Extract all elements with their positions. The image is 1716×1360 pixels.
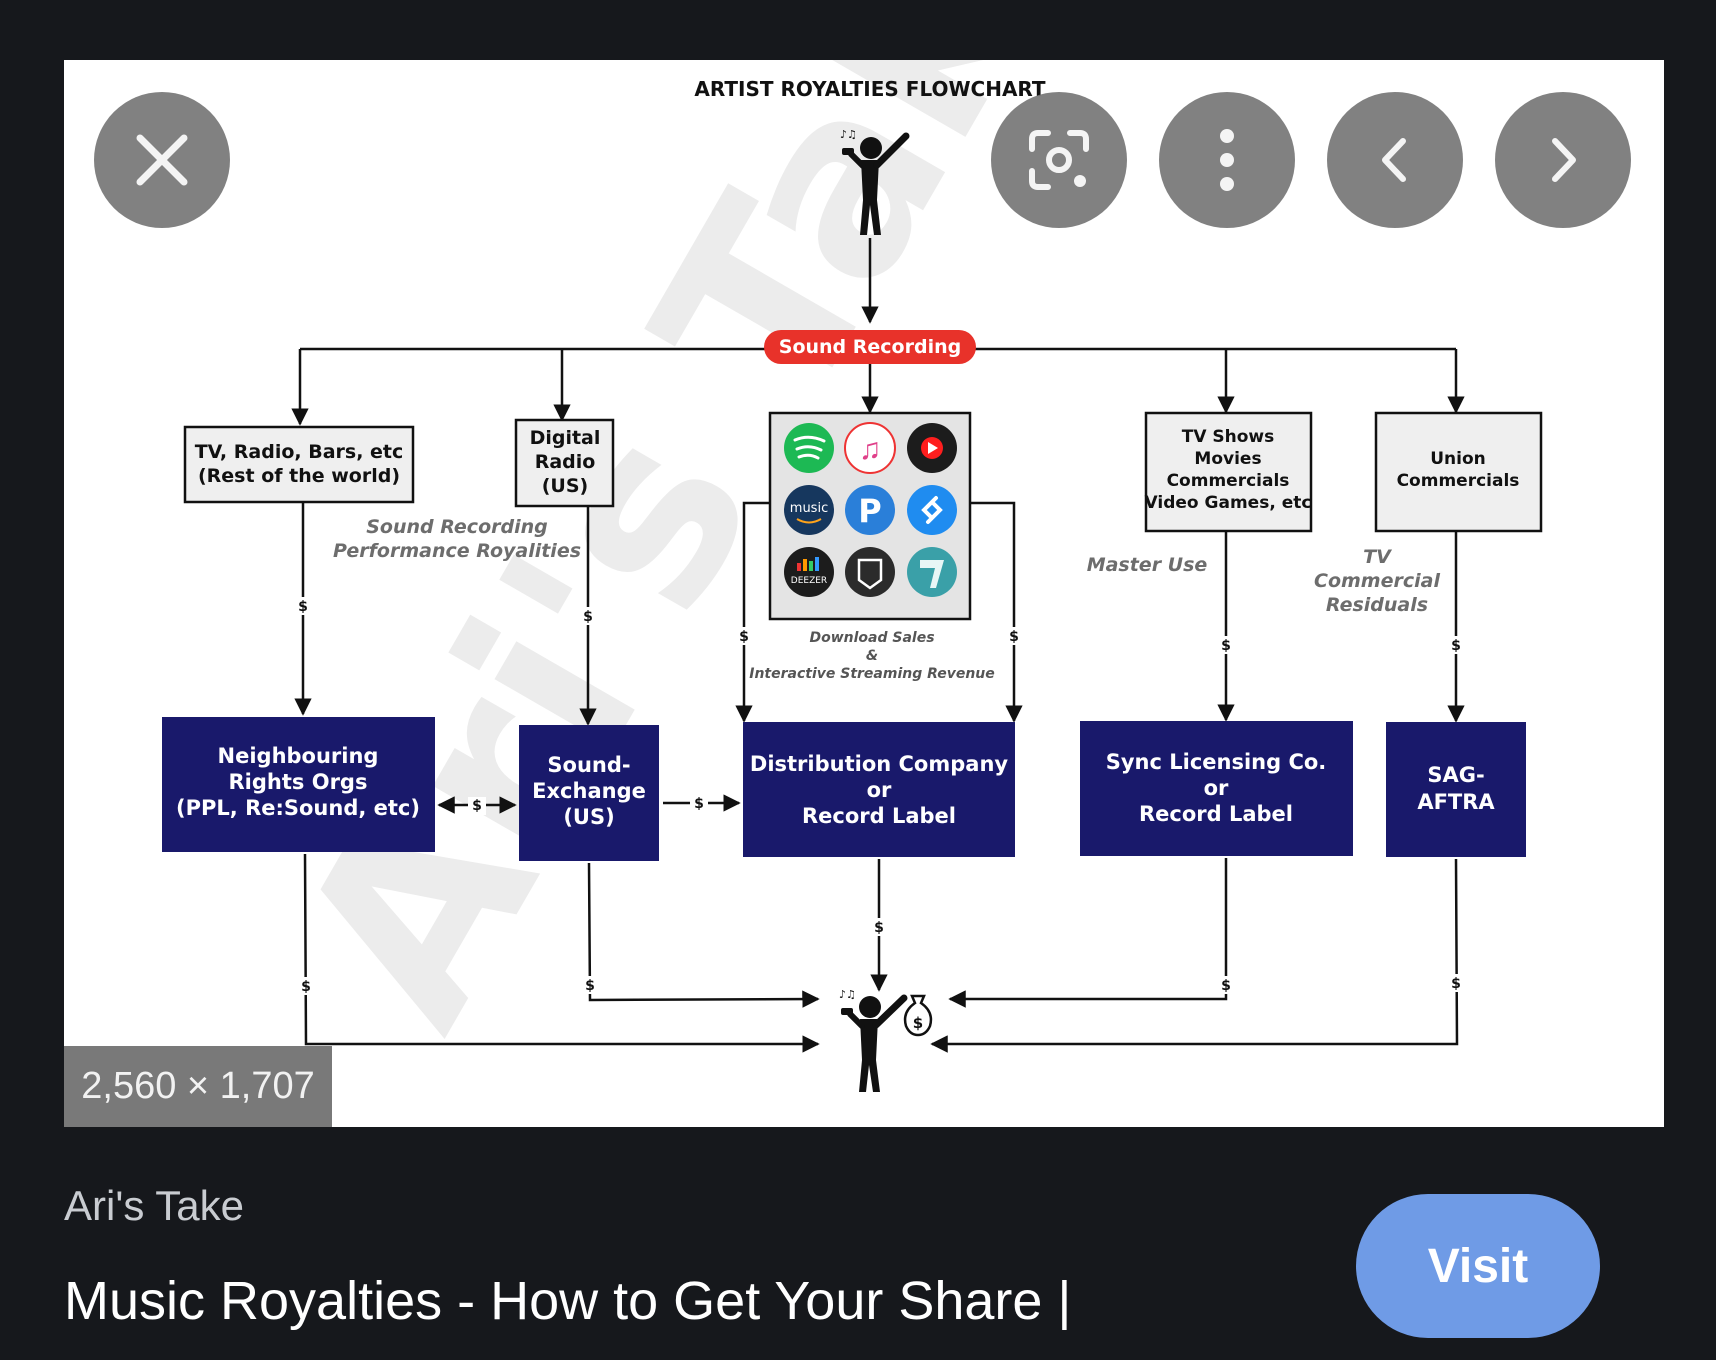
- tv-shows-line-3: Commercials: [1167, 471, 1290, 491]
- union-line-1: Union: [1430, 449, 1486, 469]
- saavn-icon: [845, 547, 895, 597]
- deezer-icon: [784, 547, 834, 597]
- flowchart-title: ARTIST ROYALTIES FLOWCHART: [694, 77, 1046, 101]
- lens-icon: [1029, 130, 1089, 190]
- tv-radio-box: [183, 425, 415, 504]
- result-title[interactable]: Music Royalties - How to Get Your Share …: [64, 1271, 1072, 1331]
- money-label: $: [694, 796, 704, 812]
- next-button[interactable]: [1495, 92, 1631, 228]
- amazon-music-label: music: [790, 501, 828, 516]
- money-label: $: [472, 798, 482, 814]
- tv-shows-box: [1144, 411, 1313, 533]
- sync-line-2: or: [1204, 776, 1229, 800]
- soundexchange-line-2: Exchange: [532, 779, 646, 803]
- artist-money-icon: ♪♫ $: [839, 988, 933, 1092]
- svg-text:$: $: [585, 978, 595, 994]
- shazam-icon: [907, 485, 957, 535]
- svg-text:$: $: [1009, 629, 1019, 645]
- sound-recording-label: Sound Recording: [779, 336, 961, 358]
- tv-shows-line-2: Movies: [1194, 449, 1261, 469]
- digital-radio-line-3: (US): [542, 475, 588, 497]
- amazon-music-icon: [784, 485, 834, 535]
- artist-icon: ♪♫: [840, 128, 910, 235]
- artist-royalties-flowchart: Ari's Take ARTIST ROYALTIES FLOWCHART ♪♫…: [162, 60, 1543, 1092]
- svg-text:$: $: [1221, 978, 1231, 994]
- svg-text:$: $: [301, 979, 311, 995]
- streaming-service-icons: ♫ music P DEEZER: [784, 422, 957, 597]
- digital-radio-line-2: Radio: [535, 451, 596, 473]
- svg-text:$: $: [913, 1014, 923, 1032]
- sag-aftra-box: [1386, 722, 1526, 857]
- tv-radio-line-2: (Rest of the world): [198, 465, 400, 487]
- money-labels: $ $ $ $ $ $: [294, 597, 1465, 654]
- note-performance-1: Sound Recording: [366, 516, 548, 538]
- note-download-1: Download Sales: [809, 630, 934, 646]
- neighbouring-line-3: (PPL, Re:Sound, etc): [176, 796, 420, 820]
- tv-shows-line-4: Video Games, etc: [1145, 493, 1312, 513]
- note-tv-residuals-2: Commercial: [1314, 570, 1440, 592]
- chevron-right-icon: [1552, 138, 1576, 182]
- distribution-line-3: Record Label: [802, 804, 956, 828]
- soundexchange-box: [519, 725, 659, 861]
- svg-text:♪♫: ♪♫: [840, 128, 857, 141]
- result-source[interactable]: Ari's Take: [64, 1182, 244, 1229]
- svg-text:$: $: [1451, 976, 1461, 992]
- union-line-2: Commercials: [1397, 471, 1520, 491]
- neighbouring-rights-box: [162, 717, 435, 852]
- svg-text:$: $: [874, 920, 884, 936]
- note-master-use: Master Use: [1087, 554, 1208, 576]
- close-button[interactable]: [94, 92, 230, 228]
- more-vert-icon: [1220, 129, 1234, 191]
- note-download-2: &: [866, 648, 878, 664]
- chevron-left-icon: [1382, 138, 1406, 182]
- distribution-line-2: or: [867, 778, 892, 802]
- lens-button[interactable]: [991, 92, 1127, 228]
- neighbouring-line-2: Rights Orgs: [229, 770, 368, 794]
- close-icon: [136, 134, 188, 186]
- tv-shows-line-1: TV Shows: [1182, 427, 1275, 447]
- pandora-icon: [845, 485, 895, 535]
- more-options-button[interactable]: [1159, 92, 1295, 228]
- tidal-icon: [907, 547, 957, 597]
- sag-line-2: AFTRA: [1417, 790, 1495, 814]
- neighbouring-line-1: Neighbouring: [218, 744, 379, 768]
- svg-text:$: $: [1221, 638, 1231, 654]
- deezer-label: DEEZER: [791, 576, 827, 586]
- svg-text:$: $: [583, 609, 593, 625]
- money-labels-bottom: $ $ $ $ $: [297, 918, 1465, 995]
- svg-text:♫: ♫: [859, 433, 882, 466]
- note-download-3: Interactive Streaming Revenue: [749, 666, 995, 682]
- note-performance-2: Performance Royalities: [333, 540, 581, 562]
- soundexchange-line-1: Sound-: [547, 753, 630, 777]
- svg-text:$: $: [298, 599, 308, 615]
- note-tv-residuals-1: TV: [1363, 546, 1392, 568]
- sag-line-1: SAG-: [1427, 763, 1484, 787]
- previous-button[interactable]: [1327, 92, 1463, 228]
- image-dimensions-badge: 2,560 × 1,707: [64, 1046, 332, 1127]
- svg-text:♪♫: ♪♫: [839, 988, 856, 1001]
- sync-licensing-box: [1080, 721, 1353, 856]
- svg-text:$: $: [739, 629, 749, 645]
- apple-music-icon: [844, 422, 896, 474]
- tv-radio-line-1: TV, Radio, Bars, etc: [195, 441, 404, 463]
- digital-radio-box: [514, 418, 615, 508]
- svg-text:P: P: [858, 492, 881, 530]
- result-image[interactable]: Ari's Take ARTIST ROYALTIES FLOWCHART ♪♫…: [64, 60, 1664, 1127]
- union-box: [1374, 411, 1543, 533]
- sync-line-3: Record Label: [1139, 802, 1293, 826]
- soundexchange-line-3: (US): [563, 805, 614, 829]
- distribution-line-1: Distribution Company: [750, 752, 1009, 776]
- digital-radio-line-1: Digital: [530, 427, 601, 449]
- svg-text:$: $: [1451, 638, 1461, 654]
- visit-button[interactable]: Visit: [1356, 1194, 1600, 1338]
- sound-recording-pill: [764, 330, 976, 364]
- distribution-box: [743, 722, 1015, 857]
- sync-line-1: Sync Licensing Co.: [1106, 750, 1327, 774]
- note-tv-residuals-3: Residuals: [1326, 594, 1428, 616]
